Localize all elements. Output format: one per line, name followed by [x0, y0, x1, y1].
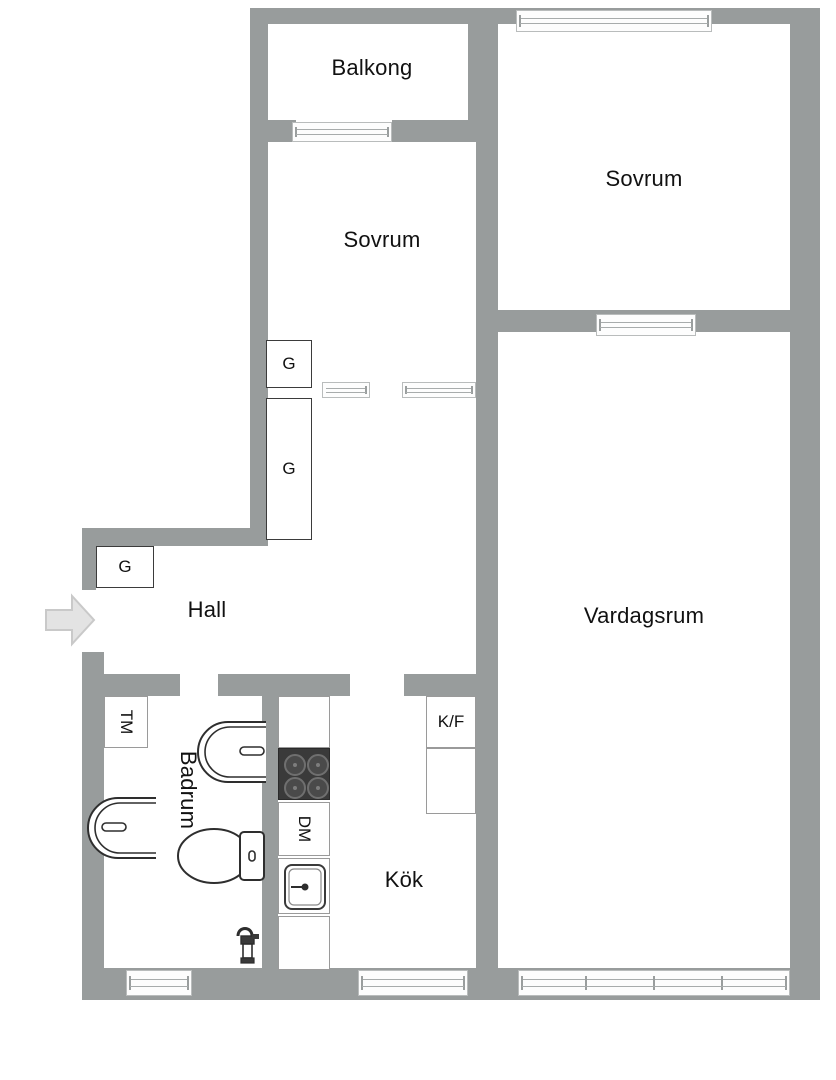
- room-label-sovrum-ne: Sovrum: [605, 166, 683, 191]
- bathroom-sink-upper: [197, 718, 268, 786]
- window-vardagsrum-top: [402, 382, 476, 398]
- window-sovrum-ne-top: [516, 10, 712, 32]
- room-label-sovrum-nw: Sovrum: [343, 227, 421, 252]
- entrance-arrow[interactable]: [44, 592, 96, 648]
- room-label-balkong: Balkong: [331, 55, 413, 80]
- shower-mixer: [232, 920, 262, 966]
- wall-right-outer: [790, 8, 820, 1000]
- washing-machine-tm-label: TM: [117, 709, 136, 735]
- wall-balcony-right: [468, 8, 498, 142]
- wall-hall-top: [82, 528, 268, 546]
- dishwasher-dm: DM: [278, 802, 330, 856]
- closet-g-1: G: [266, 340, 312, 388]
- kitchen-sink: [278, 858, 330, 914]
- stove-burner-4: [307, 777, 329, 799]
- stove-burner-1: [284, 754, 306, 776]
- window-kok-bottom: [358, 970, 468, 996]
- window-vardagsrum-bottom: [518, 970, 790, 996]
- room-label-hall: Hall: [187, 597, 227, 622]
- kitchen-cabinet-lower: [426, 748, 476, 814]
- closet-g-1-label: G: [282, 354, 296, 373]
- washing-machine-tm: TM: [104, 696, 148, 748]
- stove: [278, 748, 330, 800]
- room-label-badrum: Badrum: [176, 750, 201, 830]
- toilet: [176, 826, 268, 886]
- window-sovrum-ne-bottom: [596, 314, 696, 336]
- room-label-kok: Kök: [384, 867, 424, 892]
- wall-center-vertical: [476, 332, 498, 662]
- closet-g-3-label: G: [118, 557, 132, 576]
- wall-kitchen-right: [476, 662, 498, 982]
- fridge-freezer-kf-label: K/F: [437, 712, 465, 731]
- bathroom-sink-lower: [87, 794, 158, 862]
- closet-g-2: G: [266, 398, 312, 540]
- closet-g-2-label: G: [282, 459, 296, 478]
- wall-hall-bottom-mid: [218, 674, 350, 696]
- wall-hall-bottom-left: [96, 674, 180, 696]
- wall-hall-left-upper: [82, 528, 96, 590]
- kitchen-counter-top: [278, 696, 330, 748]
- stove-burner-2: [307, 754, 329, 776]
- kitchen-counter-bottom: [278, 916, 330, 970]
- stove-burner-3: [284, 777, 306, 799]
- fridge-freezer-kf: K/F: [426, 696, 476, 748]
- room-label-vardagsrum: Vardagsrum: [583, 603, 705, 628]
- closet-g-3: G: [96, 546, 154, 588]
- wall-balcony-bottom-left: [250, 120, 296, 142]
- window-sovrum-nw-bottom: [322, 382, 370, 398]
- dishwasher-dm-label: DM: [295, 815, 314, 843]
- wall-balcony-bottom-right: [392, 120, 476, 142]
- wall-hall-bottom-right: [404, 674, 498, 696]
- window-balcony-door: [292, 122, 392, 142]
- window-badrum-bottom: [126, 970, 192, 996]
- wall-bedrooms-divider: [476, 120, 498, 310]
